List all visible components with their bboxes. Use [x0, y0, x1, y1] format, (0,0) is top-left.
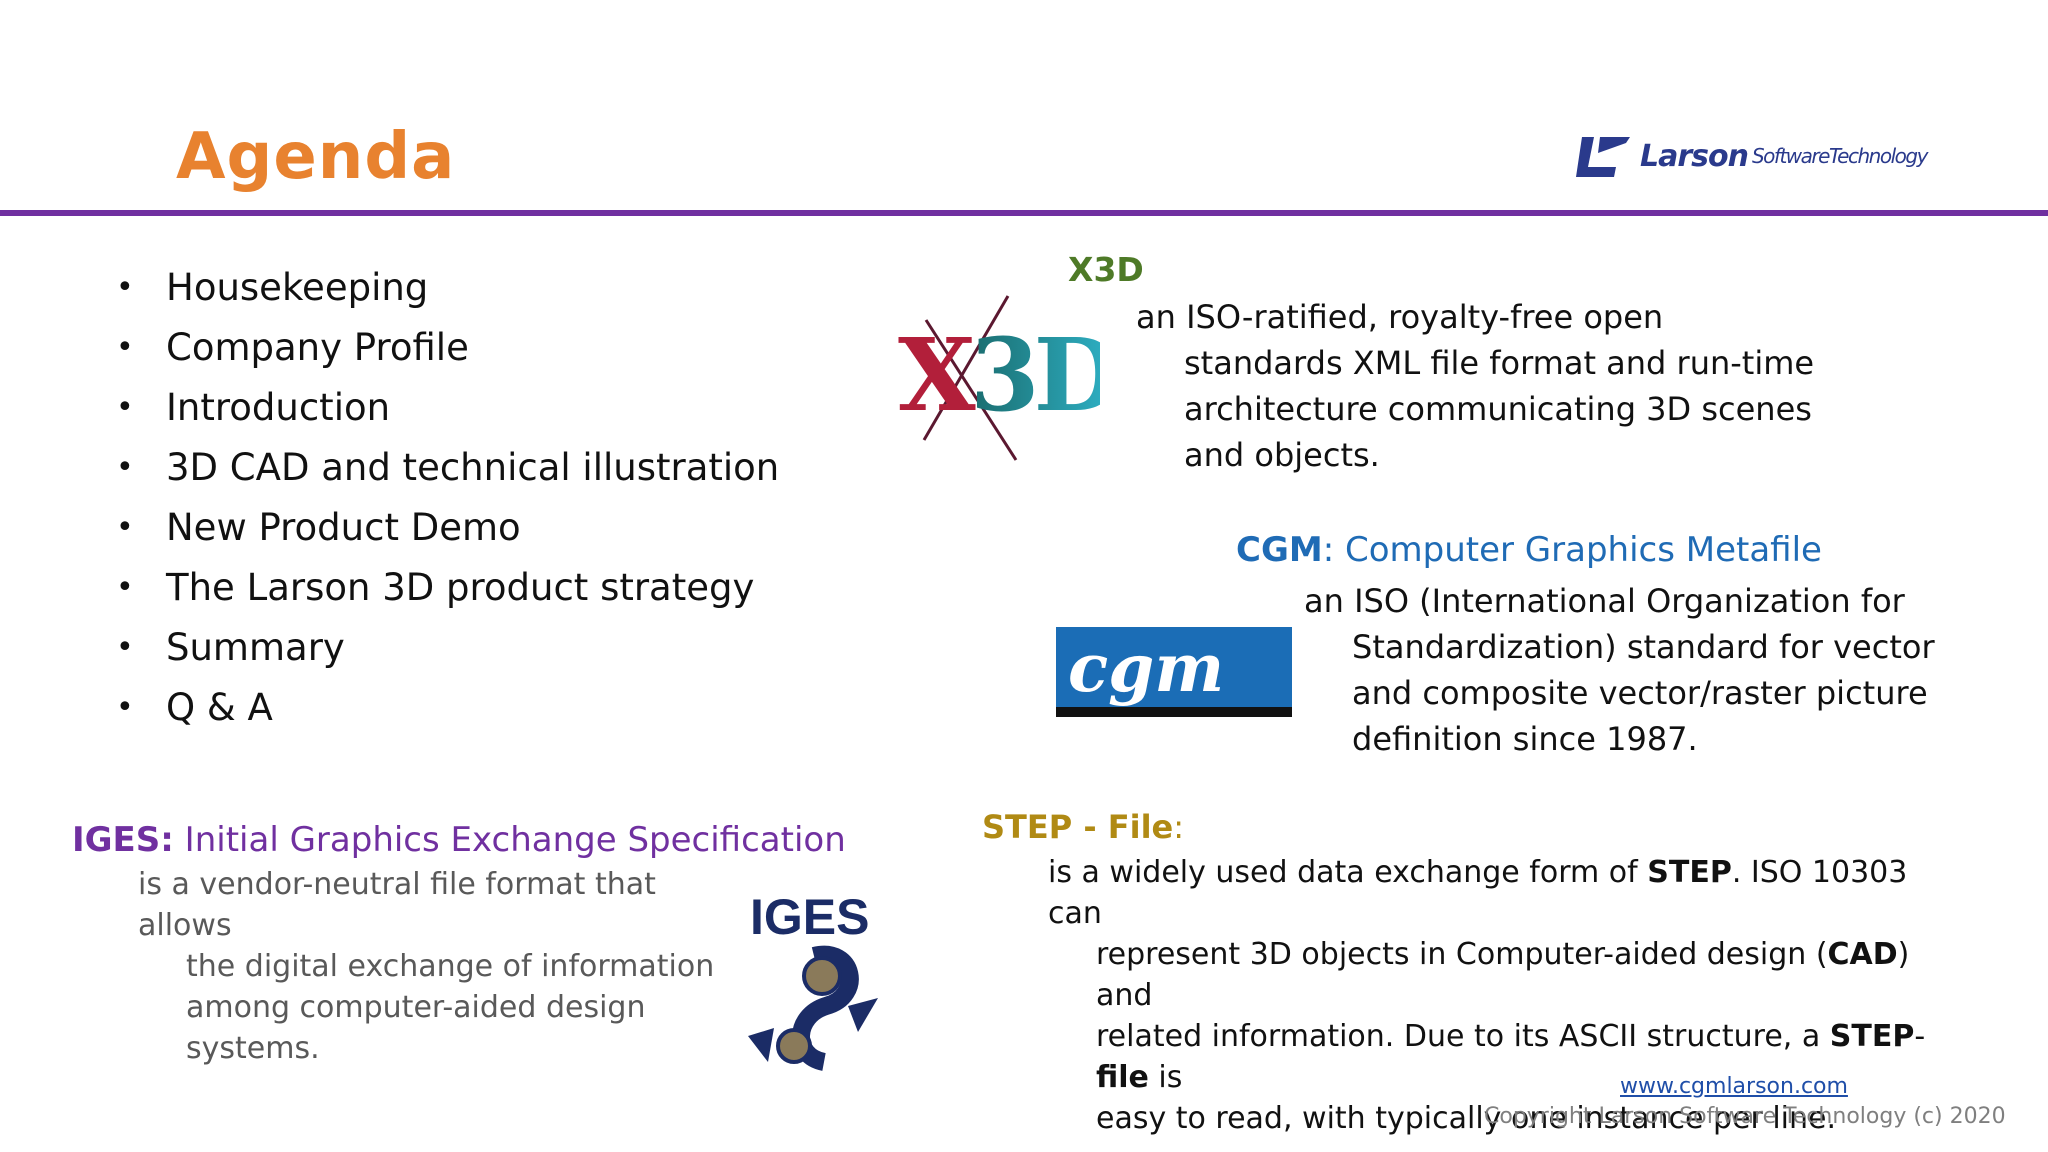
iges-heading: IGES: Initial Graphics Exchange Specific…	[72, 820, 846, 860]
cgm-heading-rest: : Computer Graphics Metafile	[1322, 530, 1822, 570]
iges-line: among computer-aided design systems.	[186, 990, 646, 1066]
cgm-heading: CGM: Computer Graphics Metafile	[1236, 530, 1822, 570]
agenda-item: Q & A	[116, 678, 836, 738]
step-text-run: represent 3D objects in Computer-aided d…	[1096, 937, 1828, 972]
agenda-item: Company Profile	[116, 318, 836, 378]
step-text-bold: file	[1096, 1060, 1149, 1095]
footer-website-link[interactable]: www.cgmlarson.com	[1620, 1074, 1848, 1099]
iges-logo-image: IGES	[748, 889, 878, 1071]
logo-brand: Larson	[1640, 138, 1749, 174]
cgm-description: an ISO (International Organization for S…	[1304, 578, 1984, 762]
x3d-heading: X3D	[1068, 250, 1144, 289]
iges-heading-bold: IGES:	[72, 820, 174, 860]
step-line-2: represent 3D objects in Computer-aided d…	[1048, 934, 1968, 1016]
iges-logo-text: IGES	[750, 889, 869, 945]
agenda-item: Summary	[116, 618, 836, 678]
step-text-bold: STEP	[1829, 1019, 1915, 1054]
agenda-item: New Product Demo	[116, 498, 836, 558]
step-heading-text: STEP - File	[982, 808, 1174, 846]
header-divider	[0, 210, 2048, 216]
x3d-line: and objects.	[1184, 436, 1380, 474]
agenda-item: 3D CAD and technical illustration	[116, 438, 836, 498]
iges-description: is a vendor-neutral file format that all…	[138, 864, 758, 1069]
cgm-logo-image: cgm	[1056, 627, 1292, 717]
step-line-1: is a widely used data exchange form of S…	[1048, 855, 1907, 931]
x3d-line: standards XML file format and run-time	[1184, 344, 1815, 382]
iges-heading-rest: Initial Graphics Exchange Specification	[173, 820, 846, 860]
larson-mark-icon	[1576, 137, 1630, 177]
step-text-bold: STEP	[1647, 855, 1732, 890]
cgm-line: and composite vector/raster picture	[1352, 674, 1928, 712]
cgm-line: an ISO (International Organization for	[1304, 582, 1905, 620]
step-text-run: -	[1914, 1019, 1926, 1054]
step-text-run: related information. Due to its ASCII st…	[1096, 1019, 1830, 1054]
x3d-logo-x: X	[898, 316, 976, 434]
agenda-item: Introduction	[116, 378, 836, 438]
footer-copyright: Copyright Larson Software Technology (c)…	[1484, 1104, 2006, 1129]
x3d-description: an ISO-ratified, royalty-free open stand…	[1136, 294, 1876, 478]
cgm-line: definition since 1987.	[1352, 720, 1698, 758]
agenda-item: Housekeeping	[116, 258, 836, 318]
agenda-item: The Larson 3D product strategy	[116, 558, 836, 618]
x3d-line: an ISO-ratified, royalty-free open	[1136, 298, 1664, 336]
cgm-heading-bold: CGM	[1236, 530, 1323, 570]
step-text-bold: CAD	[1827, 937, 1898, 972]
step-line-4: easy to read, with typically one instanc…	[1096, 1101, 1836, 1136]
step-description: is a widely used data exchange form of S…	[1048, 852, 1968, 1139]
step-heading-colon: :	[1173, 808, 1185, 846]
logo-tagline: SoftwareTechnology	[1751, 144, 1928, 168]
larson-logo: Larson SoftwareTechnology	[1576, 130, 1936, 182]
cgm-line: Standardization) standard for vector	[1352, 628, 1935, 666]
cgm-logo-text: cgm	[1068, 629, 1224, 707]
x3d-logo-3d: 3D	[970, 316, 1100, 434]
slide-title: Agenda	[176, 120, 456, 194]
x3d-line: architecture communicating 3D scenes	[1184, 390, 1812, 428]
step-text-run: is a widely used data exchange form of	[1048, 855, 1648, 890]
step-text-run: is	[1148, 1060, 1183, 1095]
step-heading: STEP - File:	[982, 808, 1184, 846]
step-text-run: ) and	[1096, 937, 1910, 1013]
step-text-run: . ISO 10303 can	[1048, 855, 1908, 931]
x3d-logo-image: X 3D	[898, 295, 1100, 461]
step-line-3: related information. Due to its ASCII st…	[1048, 1016, 1968, 1098]
iges-line: the digital exchange of information	[186, 949, 715, 984]
agenda-list: Housekeeping Company Profile Introductio…	[116, 258, 836, 738]
iges-line: is a vendor-neutral file format that all…	[138, 867, 656, 943]
